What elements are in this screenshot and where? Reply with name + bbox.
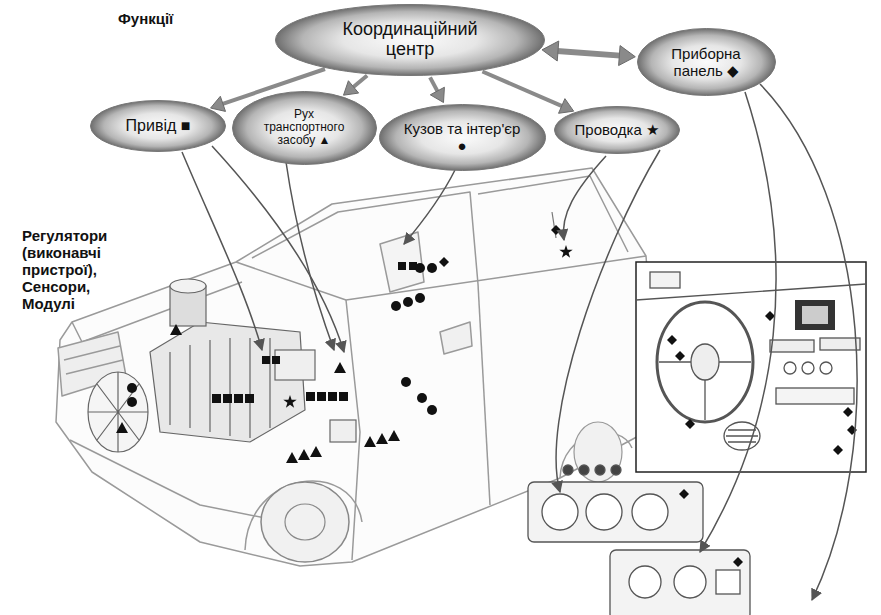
function-ellipse: Приборна панель ◆ <box>637 28 776 96</box>
function-label: Приборна панель ◆ <box>656 46 756 79</box>
function-ellipse: Координаційний центр <box>275 4 545 76</box>
connector-line <box>430 77 438 92</box>
ellipse-outline <box>379 104 545 170</box>
function-ellipse: Кузов та інтер'єр ● <box>379 104 546 171</box>
ellipse-text-box: Рух транспортного засобу ▲ <box>254 108 354 148</box>
section-label: Функції <box>118 10 173 28</box>
connector-line <box>353 76 367 88</box>
connector-arrow <box>430 77 444 102</box>
connector-line <box>482 71 562 106</box>
ellipse-text-box: Проводка ★ <box>575 122 660 139</box>
arrow-head <box>559 99 574 114</box>
ellipse-text-box: Координаційний центр <box>330 20 490 60</box>
ellipse-outline <box>91 101 226 152</box>
function-label: Рух транспортного засобу ▲ <box>254 108 354 148</box>
connector-arrow <box>344 76 368 96</box>
ellipse-text-box: Привід ■ <box>126 117 191 135</box>
arrow-head <box>430 87 444 102</box>
ellipse-outline <box>555 107 680 154</box>
function-label: Привід ■ <box>126 117 191 135</box>
connector-arrow <box>542 41 635 66</box>
ellipse-outline <box>232 92 376 165</box>
function-ellipse: Проводка ★ <box>554 106 680 154</box>
function-label: Координаційний центр <box>330 20 490 60</box>
arrow-head <box>211 96 226 111</box>
ellipse-outline <box>276 5 545 76</box>
section-label: Регулятори (виконавчі пристрої), Сенсори… <box>22 228 128 313</box>
ellipse-text-box: Приборна панель ◆ <box>656 46 756 79</box>
arrow-head <box>344 81 359 95</box>
function-label: Кузов та інтер'єр ● <box>402 121 522 154</box>
ellipse-text-box: Кузов та інтер'єр ● <box>402 121 522 154</box>
connector-line <box>557 51 620 56</box>
function-ellipse: Привід ■ <box>90 100 226 152</box>
ellipse-outline <box>637 29 775 96</box>
arrow-head <box>619 46 636 66</box>
arrow-head <box>542 41 559 61</box>
function-label: Проводка ★ <box>575 122 660 139</box>
function-ellipse: Рух транспортного засобу ▲ <box>232 91 377 165</box>
